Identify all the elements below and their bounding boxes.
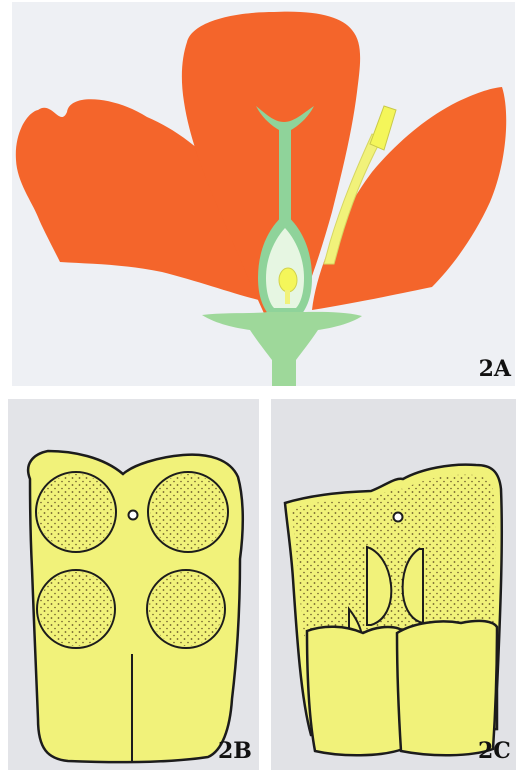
pollen-sac [149, 572, 223, 646]
connective-pore [129, 511, 138, 520]
opened-anther [271, 399, 516, 770]
thalamus-sepals [202, 312, 362, 386]
style [279, 128, 291, 226]
panel-label: 2A [479, 356, 511, 382]
flower-illustration [12, 2, 515, 386]
ovule-stalk [285, 290, 290, 304]
panel-label: 2C [478, 738, 511, 764]
anther-cross-section [8, 399, 259, 770]
panel-2a-flower: 2A [12, 2, 515, 386]
panel-2b-anther-section: 2B [8, 399, 259, 770]
anther [370, 106, 396, 150]
pollen-sac [150, 474, 226, 550]
front-theca-left [307, 627, 405, 756]
pollen-sac [39, 572, 113, 646]
ovule [279, 268, 297, 292]
pollen-sac [38, 474, 114, 550]
panel-2c-dehiscent-anther: 2C [271, 399, 516, 770]
connective-pore [394, 513, 403, 522]
front-theca-right [397, 621, 497, 755]
panel-label: 2B [218, 738, 252, 764]
